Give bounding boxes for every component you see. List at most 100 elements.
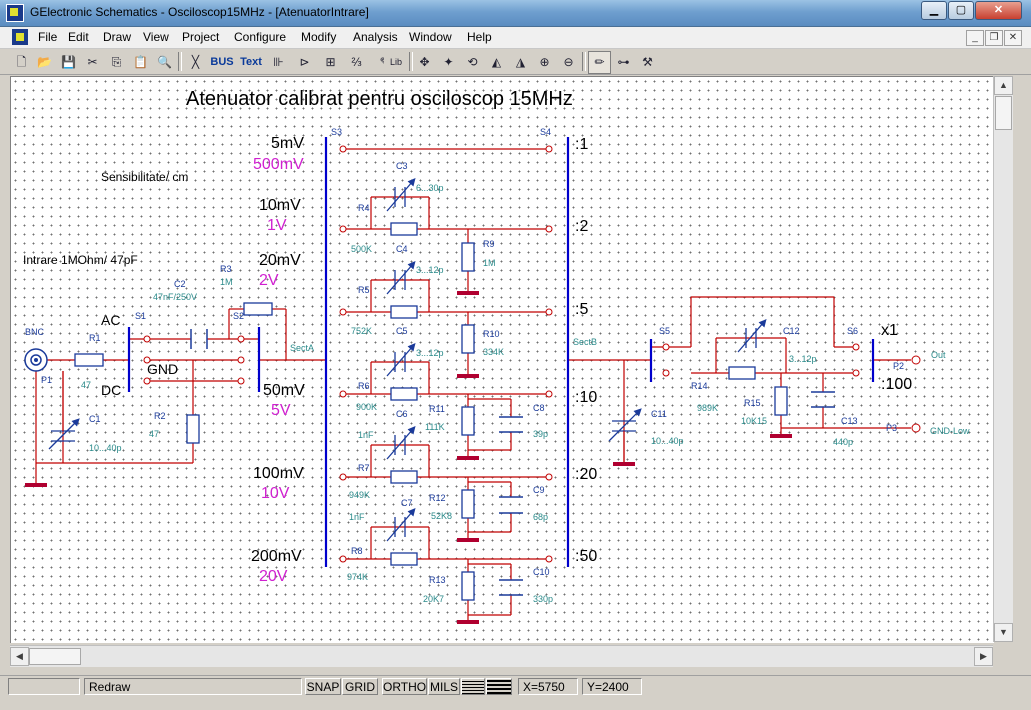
mdi-minimize-button[interactable]: _ (966, 30, 984, 46)
c4-value: 3...12p (416, 265, 444, 275)
text-tool-icon[interactable]: Text (236, 51, 266, 74)
tools-icon[interactable]: ⚒ (636, 51, 659, 74)
ratio-label-5: :20 (575, 466, 597, 483)
title-bar: GElectronic Schematics - Osciloscop15MHz… (0, 0, 1031, 27)
line-style-thick-icon[interactable] (486, 678, 512, 695)
c6-value: 1nF (358, 430, 374, 440)
minimize-button[interactable]: ▁ (921, 1, 947, 20)
r6-value: 900K (356, 402, 377, 412)
app-icon[interactable] (6, 4, 24, 22)
drag-icon[interactable]: ✦ (437, 51, 460, 74)
out-label: Out (931, 350, 946, 360)
scroll-left-icon[interactable]: ◀ (10, 647, 29, 666)
open-folder-icon[interactable]: 📂 (33, 51, 56, 74)
x100-label: :100 (881, 376, 912, 393)
c7-value: 1nF (349, 512, 365, 522)
sens-label-3-mv: 20mV (259, 252, 301, 269)
mils-toggle[interactable]: MILS (428, 678, 460, 695)
c12-label: C12 (783, 326, 800, 336)
secta-label: SectA (290, 343, 314, 353)
menu-edit[interactable]: Edit (68, 30, 89, 44)
port-tool-icon[interactable]: ⊳ (293, 51, 316, 74)
component-tool-icon[interactable]: ⊪ (267, 51, 290, 74)
p3-label: P3 (886, 423, 897, 433)
scroll-right-icon[interactable]: ▶ (974, 647, 993, 666)
c10-label: C10 (533, 567, 550, 577)
copy-icon[interactable]: ⎘ (105, 51, 128, 74)
vertical-scrollbar[interactable]: ▲ ▼ (993, 76, 1013, 642)
snap-toggle[interactable]: SNAP (305, 678, 341, 695)
bus-tool-icon[interactable]: BUS (208, 51, 236, 74)
r2-label: R2 (154, 411, 166, 421)
close-button[interactable]: ✕ (975, 1, 1022, 20)
bnc-connector (24, 348, 48, 372)
library-tool-icon[interactable]: Lib (384, 51, 408, 74)
move-icon[interactable]: ✥ (413, 51, 436, 74)
s3-label: S3 (331, 127, 342, 137)
horizontal-scrollbar[interactable]: ◀ ▶ (10, 645, 993, 667)
sensitivity-note: Sensibilitate/ cm (101, 170, 188, 184)
label-tool-icon[interactable]: ⅔ (345, 51, 368, 74)
r8-value: 974K (347, 572, 368, 582)
sens-label-2-mv: 10mV (259, 197, 301, 214)
s2-label: S2 (233, 311, 244, 321)
menu-configure[interactable]: Configure (234, 30, 287, 44)
r13-value: 20K7 (423, 594, 444, 604)
part-tool-icon[interactable]: ⊞ (319, 51, 342, 74)
c2-label: C2 (174, 279, 186, 289)
scroll-up-icon[interactable]: ▲ (994, 76, 1013, 95)
c8-label: C8 (533, 403, 545, 413)
menu-project[interactable]: Project (182, 30, 220, 44)
scroll-down-icon[interactable]: ▼ (994, 623, 1013, 642)
cut-icon[interactable]: ✂ (81, 51, 104, 74)
save-icon[interactable]: 💾 (57, 51, 80, 74)
r9-label: R9 (483, 239, 495, 249)
c9-value: 68p (533, 512, 548, 522)
c7-label: C7 (401, 498, 413, 508)
wire-tool-icon[interactable]: ╳ (184, 51, 207, 74)
grid-toggle[interactable]: GRID (342, 678, 378, 695)
horizontal-scroll-thumb[interactable] (29, 648, 81, 665)
sens-label-5-v: 10V (261, 485, 290, 502)
mdi-close-button[interactable]: ✕ (1004, 30, 1022, 46)
menu-help[interactable]: Help (467, 30, 492, 44)
line-style-thin-icon[interactable] (461, 678, 485, 695)
c13-value: 440p (833, 437, 853, 447)
r14-value: 989K (697, 403, 718, 413)
ground-symbols (25, 291, 792, 624)
c11-label: C11 (651, 409, 667, 419)
c1-label: C1 (89, 414, 101, 424)
document-icon[interactable] (12, 29, 28, 45)
paste-icon[interactable]: 📋 (129, 51, 152, 74)
menu-file[interactable]: File (38, 30, 58, 44)
menu-view[interactable]: View (143, 30, 169, 44)
r11-label: R11 (429, 404, 445, 414)
flip-icon[interactable]: ◮ (509, 51, 532, 74)
find-icon[interactable]: 🔍 (153, 51, 176, 74)
mdi-restore-button[interactable]: ❐ (985, 30, 1003, 46)
schematic-canvas[interactable]: Atenuator calibrat pentru osciloscop 15M… (10, 76, 994, 643)
netlist-icon[interactable]: ⊶ (612, 51, 635, 74)
zoom-out-icon[interactable]: ⊖ (557, 51, 580, 74)
toolbar: 🗋 📂 💾 ✂ ⎘ 📋 🔍 ╳ BUS Text ⊪ ⊳ ⊞ ⅔ ✎ Lib ✥… (0, 49, 1031, 75)
ortho-toggle[interactable]: ORTHO (382, 678, 427, 695)
sens-label-4-mv: 50mV (263, 382, 305, 399)
vertical-scroll-thumb[interactable] (995, 96, 1012, 130)
r14-label: R14 (691, 381, 708, 391)
ratio-label-6: :50 (575, 548, 597, 565)
mirror-icon[interactable]: ◭ (485, 51, 508, 74)
menu-analysis[interactable]: Analysis (353, 30, 398, 44)
c3-value: 6...30p (416, 183, 444, 193)
probe-icon[interactable]: ✏ (588, 51, 611, 74)
new-file-icon[interactable]: 🗋 (10, 51, 33, 74)
r12-label: R12 (429, 493, 446, 503)
maximize-button[interactable]: ▢ (948, 1, 974, 20)
sens-label-4-v: 5V (271, 402, 291, 419)
zoom-in-icon[interactable]: ⊕ (533, 51, 556, 74)
rotate-icon[interactable]: ⟲ (461, 51, 484, 74)
r5-value: 752K (351, 326, 372, 336)
sens-label-2-v: 1V (267, 217, 287, 234)
menu-modify[interactable]: Modify (301, 30, 337, 44)
menu-draw[interactable]: Draw (103, 30, 132, 44)
menu-window[interactable]: Window (409, 30, 452, 44)
